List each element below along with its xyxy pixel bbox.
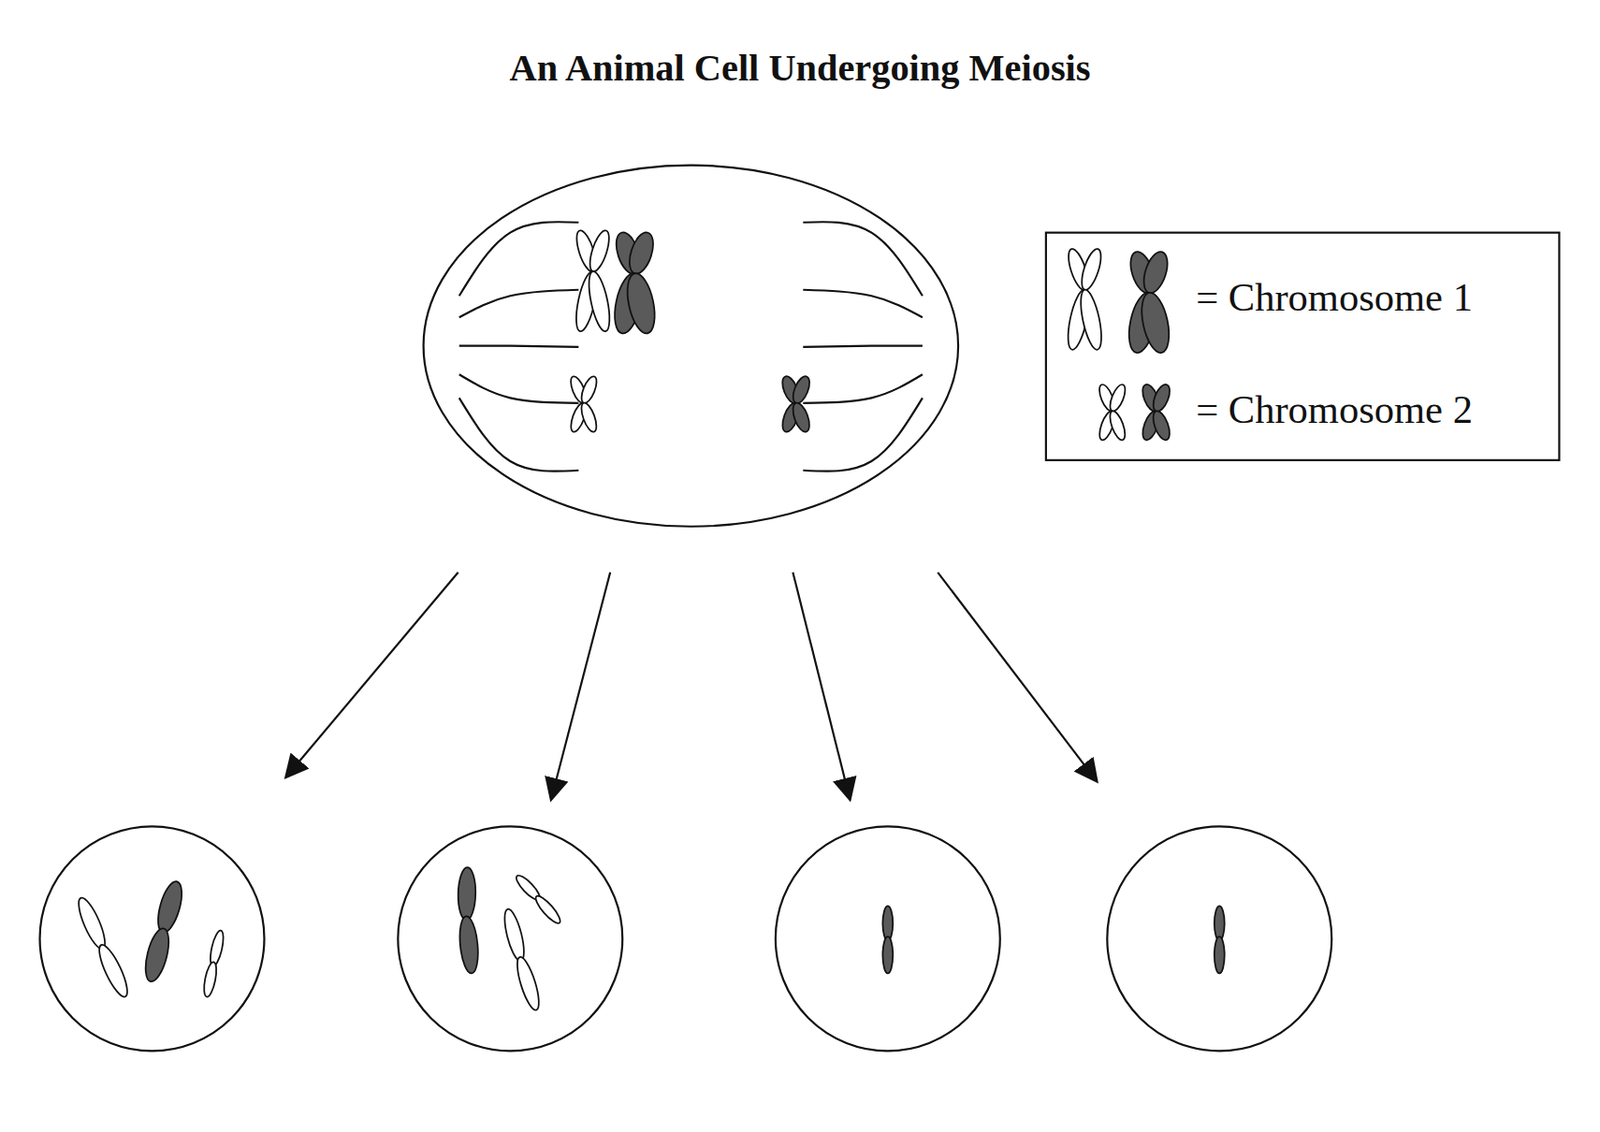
spindle-fibre [459,221,580,296]
spindle-fibre [459,346,580,348]
chromatid-arm [141,926,174,985]
single-chromatid [500,907,543,1013]
chromatid-arm [1139,248,1173,296]
division-arrow [285,572,458,778]
chromosome-1 [571,228,613,334]
chromatid-arm [1149,408,1174,443]
chromatid-arm [512,955,543,1013]
chromatid-arm [202,960,219,998]
chromatid-arm [457,867,477,921]
chromosome-2 [1139,382,1174,443]
chromatid-arm [623,271,660,336]
legend-label: = Chromosome 1 [1195,276,1473,318]
chromatid-arm [625,229,658,277]
chromatid-arm [1106,382,1129,414]
single-chromatid [882,905,893,974]
spindle-fibre [459,374,580,404]
chromatid-arm [532,893,564,928]
spindle-fibre [802,374,923,404]
single-chromatid [141,879,187,985]
daughter-cell [1106,826,1332,1051]
title: An Animal Cell Undergoing Meiosis [0,48,1600,87]
chromosome-1 [1124,248,1175,356]
chromatid-arm [500,907,528,963]
chromatid-arm [789,374,814,407]
legend-label: = Chromosome 2 [1195,389,1473,430]
chromatid-arm [1136,290,1174,355]
spindle-fibre [802,221,923,296]
single-chromatid [202,929,227,998]
chromatid-arm [882,905,893,941]
arrows [285,572,1097,800]
legend-box [1046,232,1560,461]
spindle-fibre [459,290,580,318]
chromatid-arm [73,895,111,953]
chromatid-arm [789,400,814,435]
daughter-cell [775,826,1001,1051]
spindle-fibre [802,290,923,318]
spindle-fibre [802,346,923,348]
chromosome-1 [610,229,660,336]
chromatid-arm [1149,382,1174,415]
chromatid-arm [882,936,893,974]
chromatid-arm [1214,936,1225,974]
division-arrow [937,572,1097,783]
chromosome-2 [1096,382,1129,442]
daughter-cell [397,826,623,1051]
chromatid-arm [1077,247,1106,292]
chromosome-2 [779,374,814,435]
single-chromatid [513,872,565,927]
single-chromatid [1214,905,1225,974]
single-chromatid [73,895,133,1001]
single-chromatid [457,867,480,975]
chromosome-1 [1063,247,1106,352]
chromatid-arm [578,374,600,406]
chromatid-arm [584,269,614,334]
spindle-fibre [802,397,923,471]
chromatid-arm [585,228,613,274]
chromatid-arm [207,929,226,967]
spindle-fibres [459,221,923,472]
parent-cell [423,165,959,527]
division-arrow [551,572,611,800]
division-arrow [792,572,850,800]
chromatid-arm [1076,288,1106,352]
chromosome-2 [567,374,600,434]
spindle-fibre [459,397,580,471]
daughter-cell [40,826,265,1051]
chromatid-arm [1214,905,1225,941]
chromatid-arm [457,915,480,975]
chromatid-arm [94,942,133,1001]
chromatid-arm [153,879,187,936]
chromatid-arm [1106,408,1128,442]
chromatid-arm [578,401,599,435]
